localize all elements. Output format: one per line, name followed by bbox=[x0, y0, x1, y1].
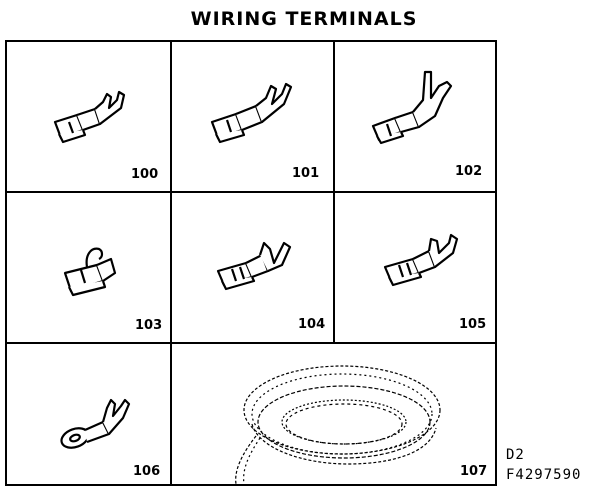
part-number: 105 bbox=[459, 317, 487, 332]
part-number: 107 bbox=[460, 464, 488, 479]
tab-terminal-icon bbox=[371, 70, 453, 145]
wire-coil-icon bbox=[235, 365, 441, 485]
part-cell-100: 100 bbox=[7, 42, 170, 191]
part-number: 100 bbox=[131, 167, 159, 182]
parts-grid: 100 101 102 bbox=[5, 40, 497, 486]
part-number: 106 bbox=[133, 464, 161, 479]
part-cell-106: 106 bbox=[7, 344, 170, 486]
grid-divider bbox=[7, 191, 495, 193]
part-cell-101: 101 bbox=[172, 42, 333, 191]
diagram-title: WIRING TERMINALS bbox=[190, 8, 418, 30]
part-cell-104: 104 bbox=[172, 193, 333, 342]
tab-terminal-icon bbox=[210, 82, 293, 144]
part-number: 103 bbox=[135, 318, 163, 333]
flag-terminal-icon bbox=[63, 247, 117, 297]
part-number: 104 bbox=[298, 317, 326, 332]
part-number: 101 bbox=[292, 166, 320, 181]
double-crimp-terminal-icon bbox=[216, 241, 292, 291]
tab-terminal-icon bbox=[53, 90, 126, 144]
part-cell-103: 103 bbox=[7, 193, 170, 342]
grid-divider bbox=[170, 342, 172, 486]
part-number: 102 bbox=[455, 164, 483, 179]
diagram-code: D2 bbox=[506, 447, 525, 463]
part-cell-105: 105 bbox=[335, 193, 495, 342]
double-crimp-terminal-icon bbox=[383, 233, 459, 287]
part-cell-102: 102 bbox=[335, 42, 495, 191]
part-list-code: F4297590 bbox=[506, 467, 582, 483]
ring-terminal-icon bbox=[60, 398, 131, 449]
grid-divider bbox=[7, 342, 495, 344]
part-cell-107: 107 bbox=[172, 344, 495, 486]
